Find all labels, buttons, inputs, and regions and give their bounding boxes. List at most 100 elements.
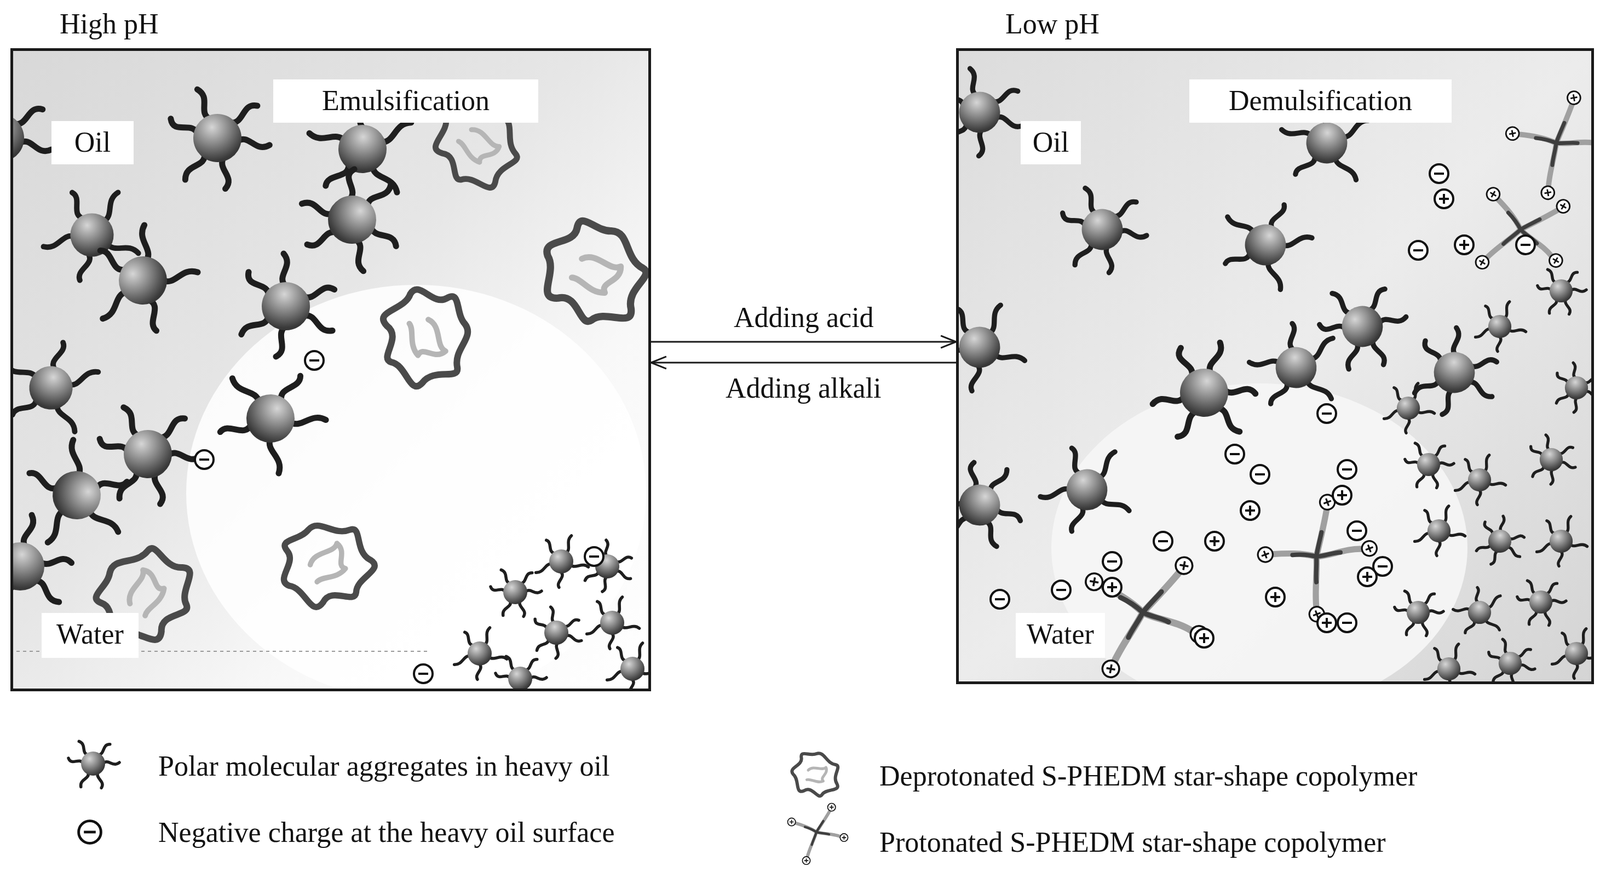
negative-charge [584,547,604,566]
negative-charge [1225,444,1245,464]
negative-charge [413,664,433,683]
negative-charge [1347,521,1367,540]
negative-charge [1317,404,1337,423]
small-aggregate [1382,382,1435,433]
small-aggregate [1550,628,1594,678]
negative-charge [1337,459,1357,479]
positive-charge [1102,577,1122,597]
panel-heading: High pH [59,6,159,42]
label-box: Oil [51,121,134,165]
small-aggregate [534,534,589,587]
positive-charge [1265,587,1285,607]
arrow-head [940,335,957,348]
panel-ground [956,48,1594,684]
left-panel-art [10,48,652,692]
water-region [1051,383,1468,684]
panel-frame: Low pHDemulsificationOilWater [956,48,1594,684]
aggregate [1204,183,1328,308]
small-aggregate [1535,515,1587,566]
aggregate [1234,306,1359,430]
aggregate [75,213,212,348]
region-label: Water [1026,616,1095,652]
legend-deprotonated-sample [791,752,838,796]
small-aggregate [1545,357,1594,420]
negative-charge [1408,240,1428,260]
negative-charge [990,589,1010,609]
positive-charge [1357,567,1377,586]
deprotonated-copolymer [368,277,481,394]
legend-charge-sample [78,820,102,844]
aggregate [10,320,119,456]
negative-charge [1250,464,1270,484]
negative-charge [304,350,324,370]
edge-label: Adding acid [733,299,874,336]
legend-text: Polar molecular aggregates in heavy oil [158,747,610,784]
small-aggregate [495,655,547,692]
small-aggregate [1405,442,1454,488]
aggregate [219,241,355,375]
small-aggregate [1481,635,1541,684]
small-aggregate [605,642,652,692]
legend-aggregate-sample [68,740,120,788]
positive-charge [1434,189,1454,209]
reaction-arrow [651,341,957,343]
small-aggregate [1453,454,1506,505]
label-box: Emulsification [273,79,539,123]
aggregate [1314,279,1414,374]
positive-charge [1317,613,1337,632]
negative-charge [194,450,214,469]
reaction-arrow [651,361,957,364]
panel-frame: High pHEmulsificationOilWater [10,48,652,692]
small-aggregate [1423,643,1475,684]
deprotonated-copolymer [267,508,384,623]
small-aggregate [585,596,640,649]
aggregate [1054,183,1154,278]
negative-charge [1153,531,1173,551]
legend-text: Negative charge at the heavy oil surface [158,814,615,850]
region-label: Oil [1032,124,1069,160]
small-aggregate [1413,505,1465,556]
small-aggregate [1537,268,1587,315]
region-label: Water [56,616,124,652]
small-aggregate [490,568,542,617]
label-box: Water [1015,612,1105,658]
positive-charge [1240,501,1260,520]
region-label: Emulsification [321,82,490,119]
aggregate [1031,435,1143,545]
negative-charge [1429,164,1449,183]
negative-charge [1516,235,1535,255]
legend-protonated-sample [787,803,849,865]
aggregate [956,452,1032,562]
small-aggregate [452,626,507,679]
label-box: Demulsification [1189,79,1452,123]
region-label: Oil [74,124,111,160]
small-aggregate [1517,579,1567,626]
aggregate [160,83,278,195]
deprotonated-copolymer [528,211,652,335]
protonated-copolymer [1246,484,1395,634]
panel-heading: Low pH [1005,6,1100,42]
legend-text: Deprotonated S-PHEDM star-shape copolyme… [879,757,1418,794]
small-aggregate [1521,430,1583,491]
arrow-head [651,356,667,369]
aggregate [1135,325,1274,465]
aggregate [295,163,407,280]
small-aggregate [1474,301,1526,351]
edge-label: Adding alkali [725,370,882,406]
region-label: Demulsification [1228,82,1413,119]
small-aggregate [1394,590,1444,636]
aggregate [10,427,144,564]
aggregate [94,403,205,508]
small-aggregate [1466,508,1534,575]
positive-charge [1194,628,1214,648]
small-aggregate [573,533,642,601]
aggregate [956,298,1030,396]
aggregate [203,350,338,488]
negative-charge [1337,613,1357,632]
small-aggregate [1445,577,1515,647]
legend-text: Protonated S-PHEDM star-shape copolymer [879,824,1386,860]
protonated-copolymer [1500,86,1594,205]
negative-charge [1102,551,1122,571]
label-box: Oil [1020,121,1081,165]
